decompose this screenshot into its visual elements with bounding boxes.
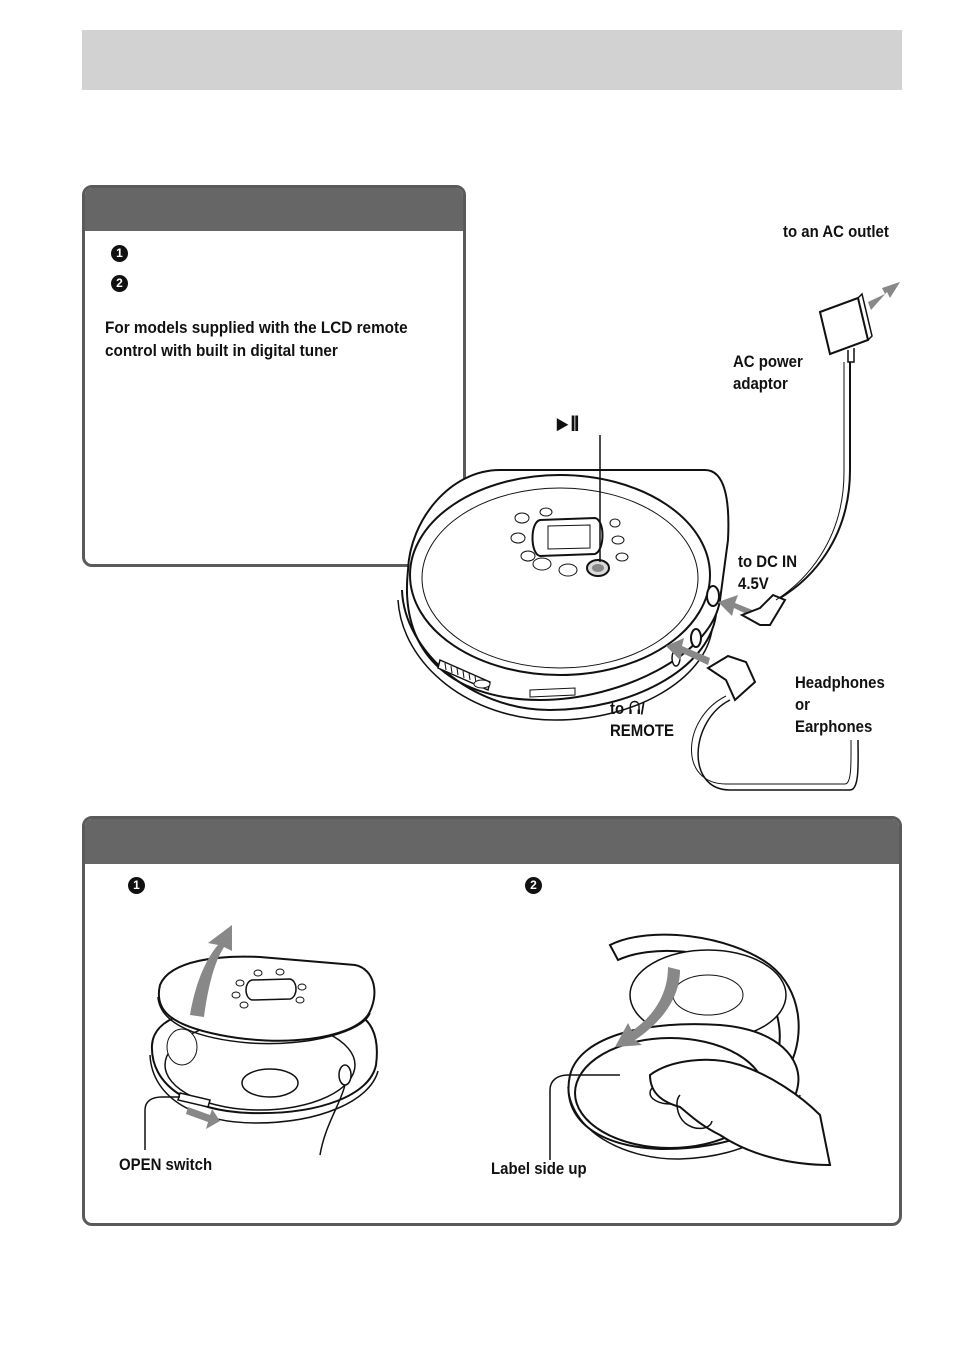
- headphone-icon: [629, 700, 640, 714]
- cd-step-number-1: 1: [128, 877, 145, 894]
- header-band: [82, 30, 902, 90]
- connection-steps-panel: 1 2 For models supplied with the LCD rem…: [82, 185, 466, 567]
- play-pause-symbol: ►II: [553, 411, 579, 436]
- step-number-1: 1: [111, 245, 128, 262]
- cd-step-number-2: 2: [525, 877, 542, 894]
- remote-suffix: /: [640, 699, 645, 718]
- remote-word: REMOTE: [610, 721, 675, 740]
- headphones-label: Headphones or Earphones: [795, 673, 885, 736]
- dc-in-label: to DC IN 4.5V: [738, 552, 798, 593]
- open-lid-illustration: [144, 925, 379, 1156]
- ac-adaptor-label: AC power adaptor: [733, 352, 803, 393]
- open-switch-label: OPEN switch: [119, 1155, 213, 1174]
- connection-steps-header: [85, 188, 463, 231]
- label-side-up-label: Label side up: [491, 1159, 587, 1178]
- step-number-2: 2: [111, 275, 128, 292]
- ac-outlet-label: to an AC outlet: [783, 222, 889, 241]
- insert-cd-illustration: [549, 933, 832, 1167]
- player-connection-illustration: [397, 282, 900, 791]
- remote-prefix: to: [610, 699, 625, 718]
- cd-insertion-header: [85, 819, 899, 864]
- remote-jack-label: to / REMOTE: [610, 698, 674, 742]
- model-note: For models supplied with the LCD remote …: [105, 318, 408, 360]
